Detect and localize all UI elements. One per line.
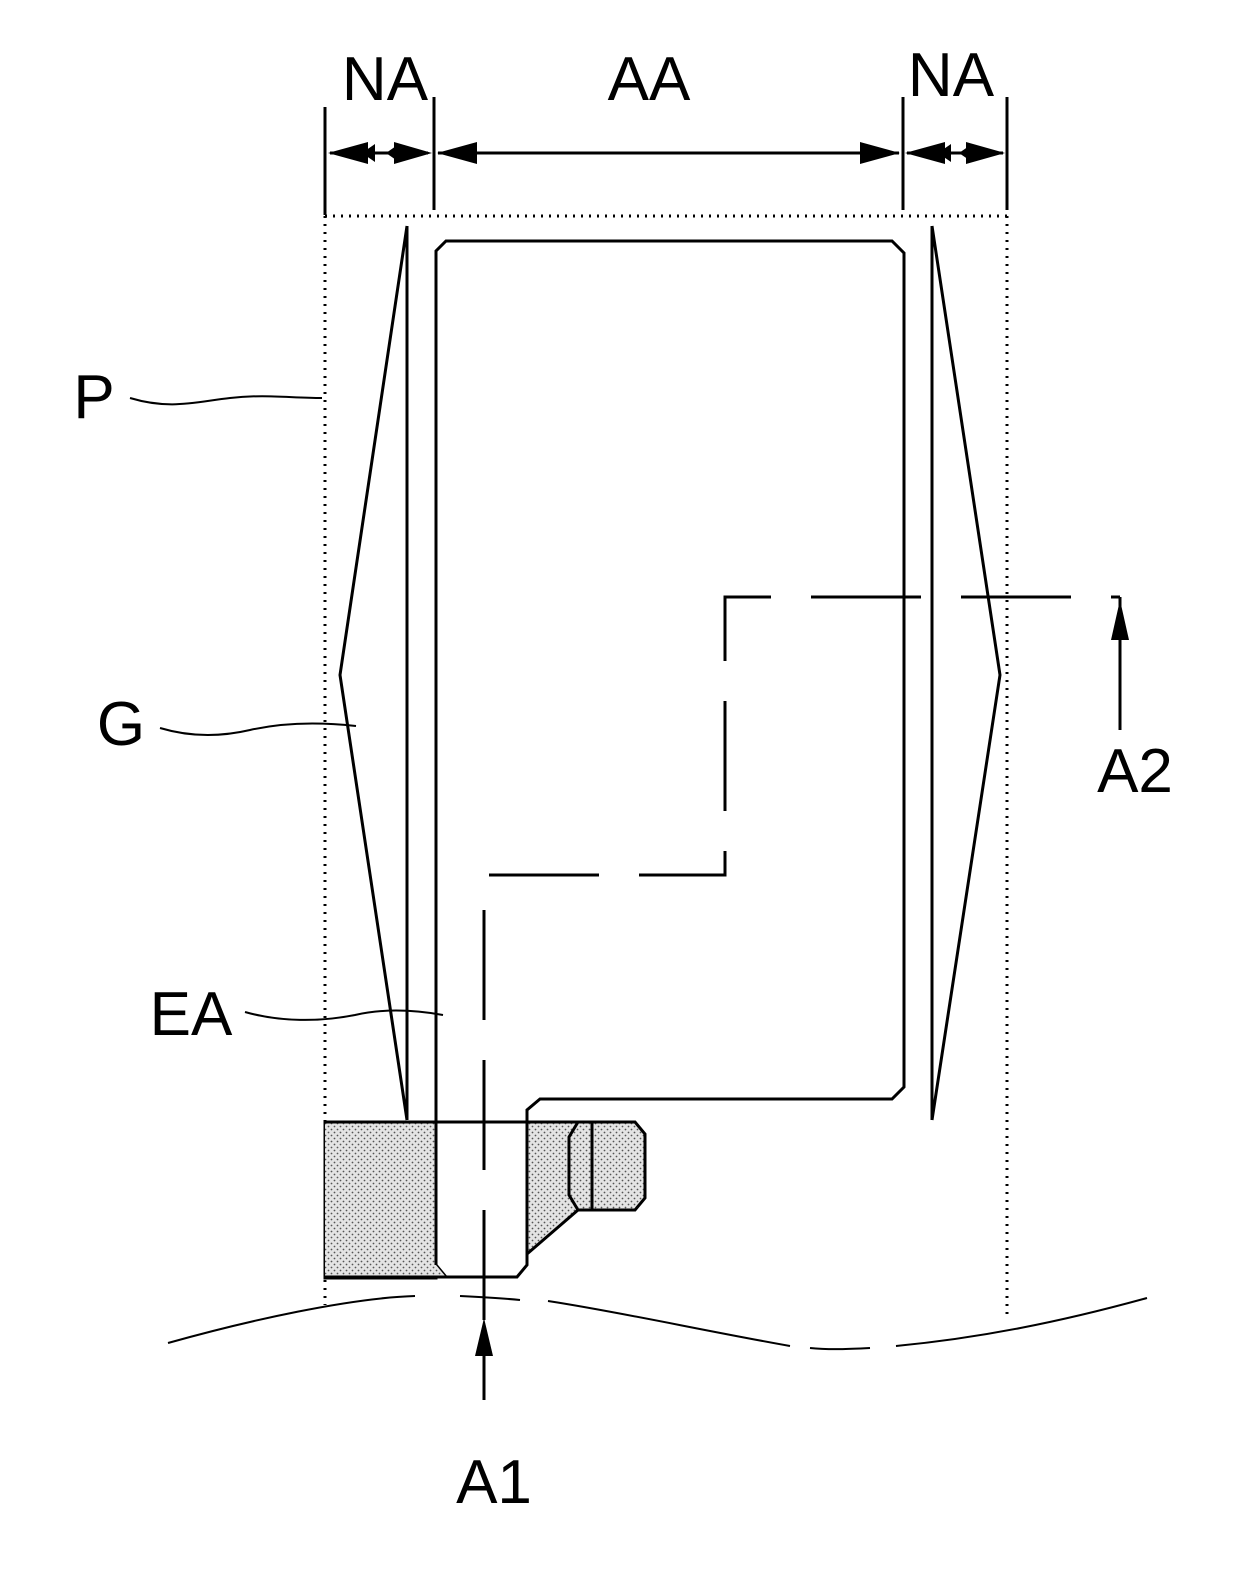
g-label: G (97, 690, 145, 759)
a1-label: A1 (456, 1448, 532, 1517)
aa-label: AA (608, 45, 691, 114)
a2-arrow (1111, 600, 1129, 640)
na-right-label: NA (908, 41, 995, 110)
dimension-ticks (325, 97, 1007, 215)
right-gate-driver (932, 226, 1000, 1120)
a1-arrow (475, 1318, 493, 1400)
p-label: P (73, 363, 114, 432)
left-gate-driver (340, 226, 407, 1120)
section-line (484, 597, 1120, 1320)
break-line (168, 1296, 1147, 1349)
na-left-label: NA (342, 45, 429, 114)
ea-label: EA (150, 980, 233, 1049)
leader-lines (130, 396, 443, 1020)
a2-label: A2 (1097, 737, 1173, 806)
